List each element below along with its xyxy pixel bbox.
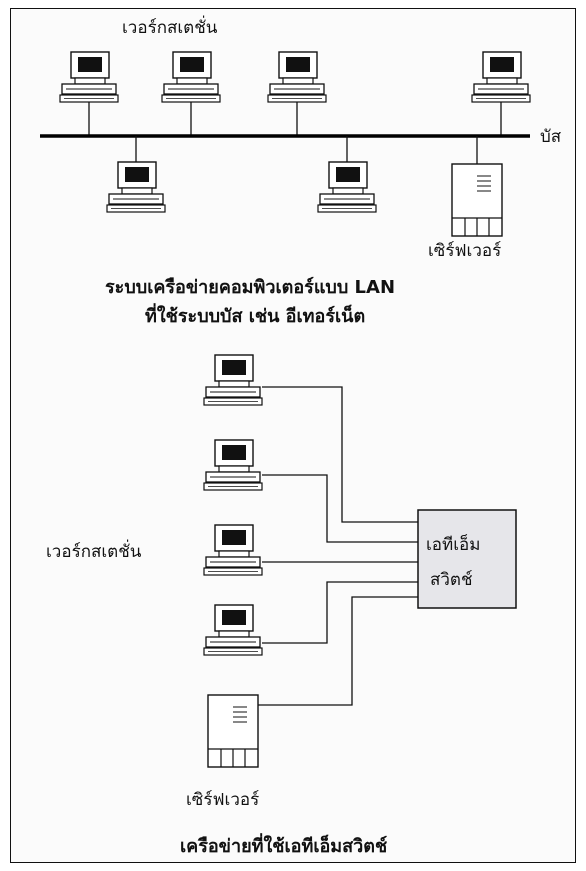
atm-workstation-1 — [203, 354, 263, 406]
atm-server — [207, 694, 259, 768]
atm-workstation-3 — [203, 524, 263, 576]
atm-wire-1 — [262, 386, 418, 523]
atm-switch-box — [417, 509, 517, 609]
diagram-frame — [10, 8, 576, 863]
bus-server — [451, 163, 503, 237]
atm-workstation-4 — [203, 604, 263, 656]
bus-workstation-3 — [267, 51, 327, 103]
bus-server-label: เซิร์ฟเวอร์ — [428, 241, 501, 261]
atm-wire-4 — [262, 581, 418, 644]
bus-workstation-label: เวอร์กสเตชั่น — [122, 15, 218, 38]
bus-label: บัส — [540, 127, 562, 147]
bus-caption-line1: ระบบเครือข่ายคอมพิวเตอร์แบบ LAN — [105, 276, 395, 298]
bus-workstation-6 — [317, 161, 377, 213]
atm-wire-5 — [258, 596, 418, 706]
atm-server-label: เซิร์ฟเวอร์ — [186, 790, 259, 810]
bus-caption-line2: ที่ใช้ระบบบัส เช่น อีเทอร์เน็ต — [145, 303, 365, 327]
bus-workstation-4 — [471, 51, 531, 103]
atm-wire-2 — [262, 474, 418, 543]
atm-caption: เครือข่ายที่ใช้เอทีเอ็มสวิตช์ — [180, 833, 387, 857]
bus-workstation-5 — [106, 161, 166, 213]
bus-workstation-1 — [59, 51, 119, 103]
atm-workstation-2 — [203, 439, 263, 491]
atm-switch-label-line2: สวิตช์ — [430, 570, 473, 590]
bus-workstation-2 — [161, 51, 221, 103]
atm-workstation-label: เวอร์กสเตชั่น — [46, 539, 142, 562]
atm-switch-label-line1: เอทีเอ็ม — [426, 533, 480, 555]
